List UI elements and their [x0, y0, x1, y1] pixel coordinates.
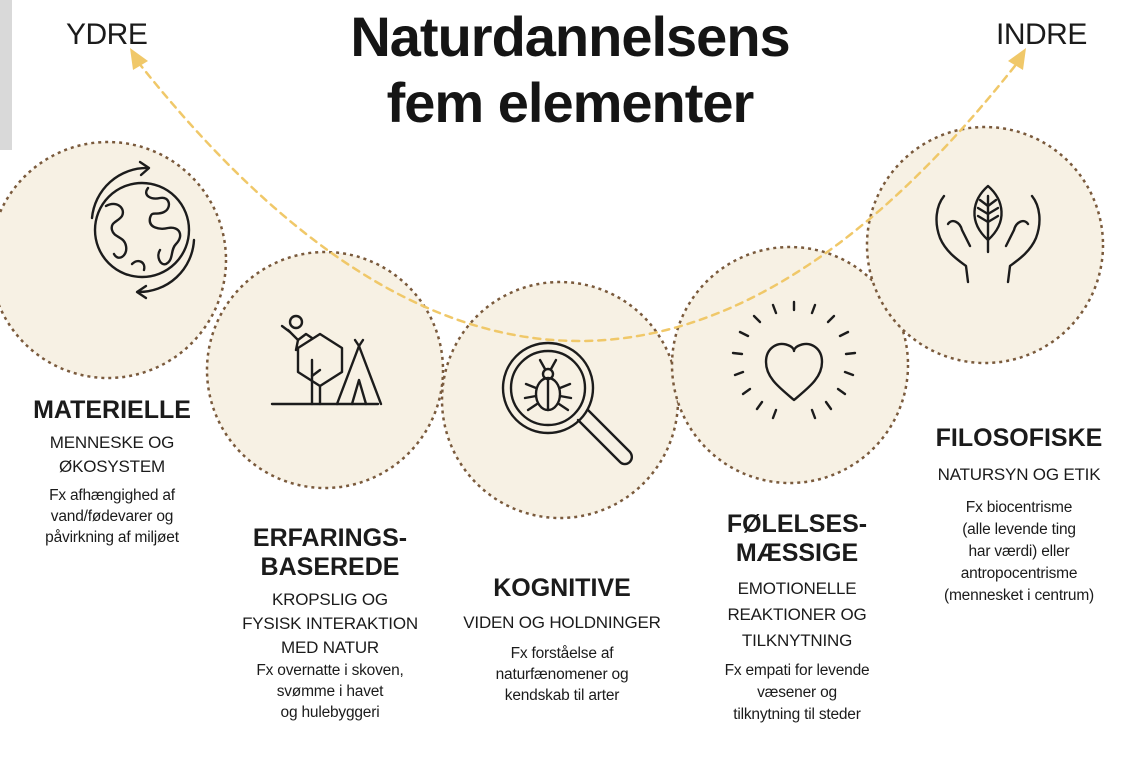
subtitle-line: KROPSLIG OG — [272, 590, 388, 609]
example-line: (mennesket i centrum) — [944, 587, 1094, 604]
subtitle-line: VIDEN OG HOLDNINGER — [463, 613, 661, 632]
element-example: Fx afhængighed af vand/fødevarer og påvi… — [12, 485, 212, 548]
subtitle-line: MED NATUR — [281, 638, 379, 657]
example-line: væsener og — [757, 684, 837, 701]
element-name: KOGNITIVE — [493, 574, 631, 602]
element-example: Fx forståelse af naturfænomener og kends… — [462, 643, 662, 706]
example-line: har værdi) eller — [968, 543, 1070, 560]
block-filosofiske: FILOSOFISKE NATURSYN OG ETIK Fx biocentr… — [919, 424, 1119, 607]
example-line: Fx biocentrisme — [965, 499, 1073, 516]
name-line: BASEREDE — [260, 553, 400, 581]
element-circles — [0, 125, 1105, 520]
subtitle-line: REAKTIONER OG — [727, 605, 867, 624]
example-line: svømme i havet — [276, 683, 384, 700]
example-line: Fx overnatte i skoven, — [256, 662, 404, 679]
element-name: MATERIELLE — [33, 396, 191, 424]
element-subtitle: EMOTIONELLE REAKTIONER OG TILKNYTNING — [697, 576, 897, 654]
magnifier-beetle-icon — [501, 341, 634, 466]
arrowhead-left — [130, 48, 148, 70]
circle-foelelsesmaessige — [670, 245, 910, 485]
example-line: påvirkning af miljøet — [45, 529, 179, 546]
block-foelelsesmaessige: FØLELSES- MÆSSIGE EMOTIONELLE REAKTIONER… — [697, 510, 897, 726]
globe-cycle-icon — [90, 160, 196, 300]
circle-filosofiske — [865, 125, 1105, 365]
child-tree-tent-icon — [270, 314, 383, 406]
element-example: Fx overnatte i skoven, svømme i havet og… — [230, 660, 430, 723]
example-line: Fx forståelse af — [510, 645, 614, 662]
subtitle-line: EMOTIONELLE — [737, 579, 857, 598]
example-line: (alle levende ting — [962, 521, 1076, 538]
element-name: FØLELSES- MÆSSIGE — [697, 510, 897, 568]
example-line: Fx afhængighed af — [49, 487, 175, 504]
name-line: MÆSSIGE — [735, 539, 859, 567]
subtitle-line: TILKNYTNING — [741, 631, 853, 650]
element-name: FILOSOFISKE — [935, 424, 1103, 452]
radiant-heart-icon — [731, 300, 857, 420]
hands-leaf-icon — [935, 184, 1041, 284]
arrowhead-right — [1008, 48, 1026, 70]
element-example: Fx empati for levende væsener og tilknyt… — [697, 660, 897, 726]
example-line: tilknytning til steder — [733, 706, 861, 723]
block-kognitive: KOGNITIVE VIDEN OG HOLDNINGER Fx forståe… — [462, 574, 662, 706]
subtitle-line: NATURSYN OG ETIK — [937, 465, 1101, 484]
element-subtitle: VIDEN OG HOLDNINGER — [462, 611, 662, 635]
element-example: Fx biocentrisme (alle levende ting har v… — [919, 497, 1119, 607]
block-materielle: MATERIELLE MENNESKE OG ØKOSYSTEM Fx afhæ… — [12, 396, 212, 548]
ydre-indre-arrow — [136, 60, 1020, 343]
example-line: og hulebyggeri — [280, 704, 380, 721]
block-erfaringsbaserede: ERFARINGS- BASEREDE KROPSLIG OG FYSISK I… — [230, 524, 430, 723]
example-line: Fx empati for levende — [724, 662, 870, 679]
page-title: Naturdannelsens fem elementer — [300, 4, 840, 136]
edge-bar — [0, 0, 12, 150]
subtitle-line: MENNESKE OG — [49, 433, 175, 452]
name-line: ERFARINGS- — [252, 524, 408, 552]
element-subtitle: MENNESKE OG ØKOSYSTEM — [12, 431, 212, 479]
circle-materielle — [0, 140, 228, 380]
subtitle-line: ØKOSYSTEM — [59, 457, 165, 476]
name-line: FØLELSES- — [726, 510, 868, 538]
subtitle-line: FYSISK INTERAKTION — [242, 614, 418, 633]
element-subtitle: NATURSYN OG ETIK — [919, 463, 1119, 487]
element-subtitle: KROPSLIG OG FYSISK INTERAKTION MED NATUR — [230, 588, 430, 660]
example-line: naturfænomener og — [495, 666, 629, 683]
example-line: kendskab til arter — [504, 687, 620, 704]
circle-erfaringsbaserede — [205, 250, 445, 490]
indre-label: INDRE — [996, 18, 1087, 51]
title-line-1: Naturdannelsens — [350, 5, 790, 68]
example-line: vand/fødevarer og — [50, 508, 174, 525]
example-line: antropocentrisme — [960, 565, 1078, 582]
title-line-2: fem elementer — [386, 71, 755, 134]
ydre-label: YDRE — [66, 18, 148, 51]
element-name: ERFARINGS- BASEREDE — [230, 524, 430, 582]
